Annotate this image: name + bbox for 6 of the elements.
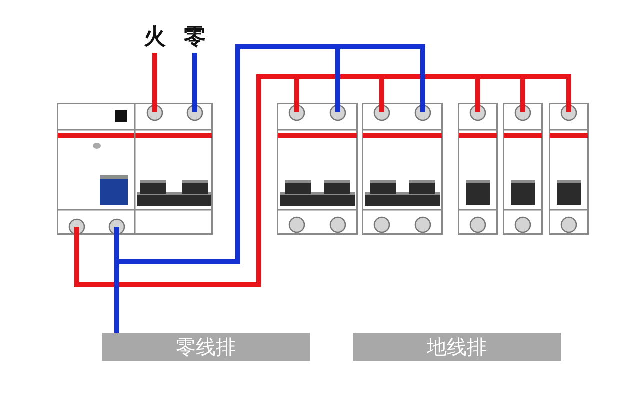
terminal-bar: 地线排 [353, 333, 561, 361]
wire [192, 50, 198, 112]
wire [152, 50, 158, 112]
wire-label: 火 [140, 24, 170, 53]
terminal-bar: 零线排 [102, 333, 310, 361]
wire-label: 零 [180, 24, 210, 53]
